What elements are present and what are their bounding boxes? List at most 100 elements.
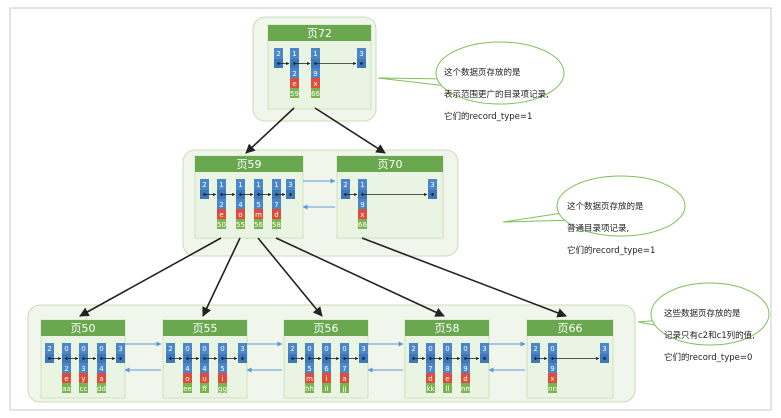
- next-pointer-dot: [203, 357, 206, 360]
- cell-text: 66: [311, 90, 320, 98]
- record-header: [45, 343, 54, 354]
- key-cell-c2: [290, 68, 299, 78]
- record: 2: [274, 48, 290, 68]
- cell-text: aa: [62, 385, 71, 393]
- cell-text: d: [274, 211, 278, 219]
- key-cell-c1: [62, 373, 71, 383]
- cell-text: 4: [99, 365, 104, 373]
- record-type: 3: [240, 345, 244, 353]
- record-header: [443, 343, 452, 354]
- cell-text: m: [306, 375, 313, 383]
- record: 3: [357, 48, 366, 68]
- page-title-bar: [41, 320, 125, 336]
- child-pointer-arrow: [275, 237, 445, 317]
- value-cell: [254, 219, 263, 229]
- record: 3: [428, 179, 437, 199]
- record-header: [322, 343, 331, 354]
- key-cell-c2: [443, 363, 452, 373]
- next-pointer-dot: [291, 357, 294, 360]
- key-cell-c1: [79, 373, 88, 383]
- record-header: [358, 179, 367, 190]
- record-type: 2: [47, 345, 51, 353]
- page-title-bar: [163, 320, 247, 336]
- child-pointer-arrow: [79, 237, 222, 317]
- record-type: 3: [602, 345, 606, 353]
- record: 3: [116, 343, 125, 363]
- record: 2: [166, 343, 183, 363]
- cell-text: 4: [185, 365, 190, 373]
- next-pointer-dot: [603, 357, 606, 360]
- cell-text: 7: [274, 201, 278, 209]
- record-type: 0: [81, 345, 85, 353]
- key-cell-c2: [426, 363, 435, 373]
- record-type: 2: [533, 345, 537, 353]
- page-title-bar: [268, 25, 371, 41]
- callout-mid-line-3: 它们的record_type=1: [567, 246, 656, 256]
- record: 2: [341, 179, 358, 199]
- value-cell: [183, 383, 192, 393]
- key-cell-c1: [426, 373, 435, 383]
- key-cell-c2: [236, 199, 245, 209]
- cell-text: 9: [313, 70, 317, 78]
- record-header: [97, 343, 106, 354]
- child-pointer-arrow: [257, 237, 323, 317]
- record-header: [409, 343, 418, 354]
- cell-text: 2: [292, 70, 296, 78]
- cell-text: 66: [358, 221, 367, 229]
- cell-text: e: [64, 375, 68, 383]
- cell-text: 5: [256, 201, 260, 209]
- record-header: [218, 343, 227, 354]
- cell-text: ff: [202, 385, 207, 393]
- key-cell-c2: [200, 363, 209, 373]
- record: 3: [480, 343, 489, 363]
- callout-root-line-3: 它们的record_type=1: [444, 112, 533, 122]
- page-title-bar: [284, 320, 368, 336]
- cell-text: nn: [548, 385, 557, 393]
- cell-text: kk: [426, 385, 435, 393]
- value-cell: [218, 383, 227, 393]
- record-header: [217, 179, 226, 190]
- record-header: [183, 343, 192, 354]
- key-cell-c2: [254, 199, 263, 209]
- next-pointer-dot: [360, 62, 363, 65]
- cell-text: ee: [183, 385, 192, 393]
- value-cell: [461, 383, 470, 393]
- next-pointer-dot: [361, 193, 364, 196]
- key-cell-c2: [358, 199, 367, 209]
- key-cell-c2: [461, 363, 470, 373]
- page-title-bar: [337, 156, 443, 172]
- record-header: [341, 179, 350, 190]
- callout-bubble: [556, 175, 686, 237]
- key-cell-c2: [305, 363, 314, 373]
- record-header: [461, 343, 470, 354]
- page-title: 页70: [378, 158, 403, 171]
- cell-text: 8: [445, 365, 449, 373]
- page-title-bar: [405, 320, 489, 336]
- key-cell-c2: [340, 363, 349, 373]
- key-cell-c1: [461, 373, 470, 383]
- record-header: [62, 343, 71, 354]
- cell-text: u: [202, 375, 206, 383]
- child-pointer-arrow: [314, 107, 386, 154]
- cell-text: y: [81, 375, 85, 383]
- record-type: 2: [290, 345, 294, 353]
- cell-text: 2: [219, 201, 223, 209]
- value-cell: [548, 383, 557, 393]
- key-cell-c1: [97, 373, 106, 383]
- next-pointer-dot: [551, 357, 554, 360]
- record-type: 3: [430, 181, 434, 189]
- cell-text: 3: [81, 365, 85, 373]
- value-cell: [340, 383, 349, 393]
- callout-bubble: [435, 41, 565, 105]
- key-cell-c2: [62, 363, 71, 373]
- record-header: [357, 48, 366, 59]
